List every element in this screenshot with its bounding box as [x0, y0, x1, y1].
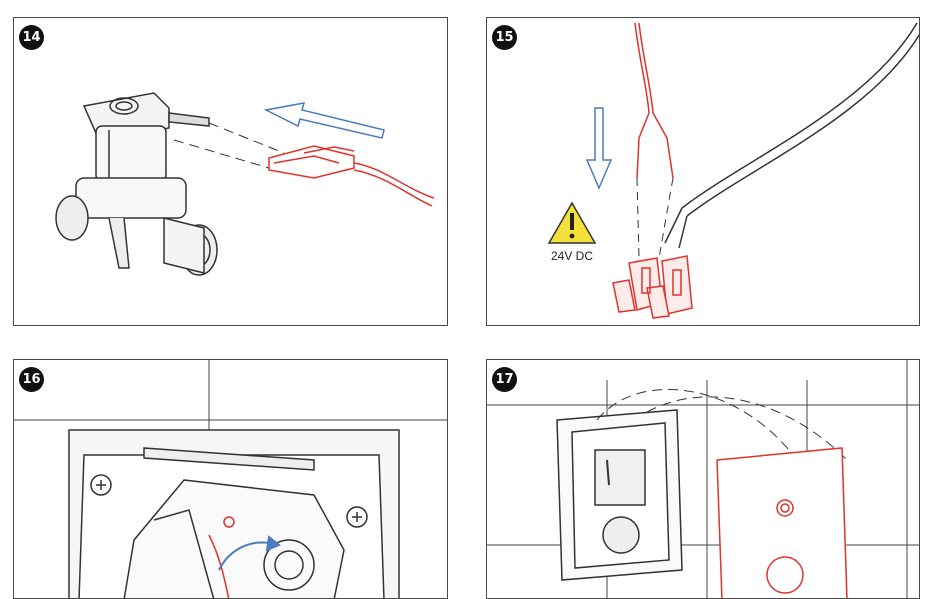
wall-tiles — [487, 360, 919, 598]
connector-dashes — [173, 122, 285, 169]
black-cable — [664, 22, 919, 249]
dashed-motion — [596, 388, 848, 461]
insert-arrow — [263, 102, 385, 139]
step-number-badge: 15 — [492, 25, 517, 50]
step-16-panel: 16 — [13, 359, 448, 599]
voltage-warning-label: 24V DC — [551, 249, 594, 263]
step-number-badge: 16 — [19, 367, 44, 392]
frame-plate — [556, 409, 683, 581]
step-number-badge: 17 — [492, 367, 517, 392]
dashed-guides — [636, 177, 674, 259]
red-wire — [634, 22, 674, 179]
solenoid-valve-icon — [55, 92, 218, 276]
solenoid-valve-diagram — [55, 92, 435, 276]
step-14-panel: 14 — [13, 17, 448, 326]
screw-icon — [90, 474, 368, 528]
down-arrow — [585, 107, 613, 190]
sensor-module — [123, 479, 345, 598]
warning-triangle-icon — [547, 201, 597, 244]
step-17-panel: 17 — [486, 359, 920, 599]
step-15-panel: 15 — [486, 17, 920, 326]
wiring-diagram — [547, 22, 919, 319]
terminal-block-icon — [612, 255, 693, 319]
connector-plug-icon — [268, 145, 435, 207]
mounting-diagram — [14, 360, 447, 598]
cover-install-diagram — [487, 360, 919, 598]
cover-plate-icon — [716, 447, 848, 598]
step-number-badge: 14 — [19, 25, 44, 50]
rotate-arrow-icon — [218, 535, 281, 571]
